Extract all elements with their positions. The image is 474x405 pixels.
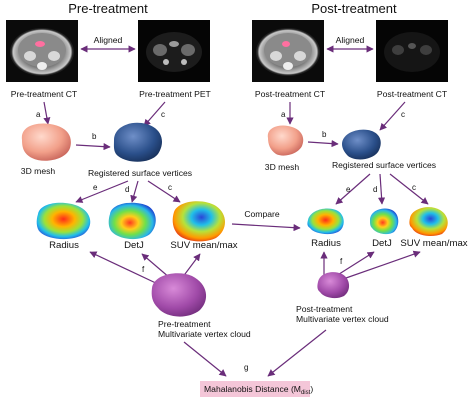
pre-arrow-f-detj <box>141 253 171 279</box>
post-suv-map <box>409 207 448 236</box>
post-arrow-f-detj <box>335 251 375 277</box>
post-registered-label: Registered surface vertices <box>332 160 436 170</box>
pre-letter-b: b <box>92 132 97 141</box>
post-letter-f: f <box>340 257 343 266</box>
pre-arrow-f-radius <box>89 251 161 286</box>
letter-g: g <box>244 363 248 372</box>
pre-arrow-a <box>43 101 51 125</box>
pre-letter-c2: c <box>168 183 172 192</box>
post-arrow-c <box>379 101 406 131</box>
pre-ct-label: Pre-treatment CT <box>11 89 78 99</box>
pre-letter-e: e <box>93 183 98 192</box>
post-letter-a: a <box>281 110 286 119</box>
post-cloud-line2: Multivariate vertex cloud <box>296 314 389 324</box>
post-radius-label: Radius <box>311 238 341 249</box>
pre-vertex-cloud <box>151 273 207 317</box>
pre-treatment-header: Pre-treatment <box>68 1 148 16</box>
pre-radius-label: Radius <box>49 240 79 251</box>
post-arrow-g <box>267 329 327 377</box>
post-letter-e: e <box>346 185 351 194</box>
post-registered-mesh-shape <box>342 129 381 160</box>
pre-radius-map <box>36 202 91 240</box>
post-arrow-c2 <box>389 173 429 205</box>
post-arrow-d <box>377 173 386 205</box>
post-3d-mesh-shape <box>267 125 304 156</box>
post-arrow-b <box>307 139 339 148</box>
pre-letter-d: d <box>125 185 129 194</box>
post-ct-image <box>252 20 324 82</box>
pre-ct-image <box>6 20 78 82</box>
pre-arrow-d <box>130 180 139 203</box>
pre-letter-a: a <box>36 110 41 119</box>
post-arrow-e <box>335 173 371 205</box>
post-ct2-image <box>376 20 448 82</box>
post-letter-d: d <box>373 185 377 194</box>
compare-label: Compare <box>244 209 280 219</box>
pre-cloud-line2: Multivariate vertex cloud <box>158 329 251 339</box>
compare-arrow <box>231 223 301 232</box>
pre-pet-label: Pre-treatment PET <box>139 89 211 99</box>
post-detj-map <box>370 208 399 235</box>
post-suv-label: SUV mean/max <box>400 238 467 249</box>
post-letter-c: c <box>401 110 405 119</box>
post-radius-map <box>307 208 344 235</box>
pre-letter-f: f <box>142 265 145 274</box>
pre-3d-mesh-shape <box>21 123 71 161</box>
post-vertex-cloud <box>317 272 350 299</box>
post-aligned-label: Aligned <box>336 35 365 45</box>
post-arrow-f-suv <box>345 250 421 279</box>
pre-arrow-c <box>143 101 166 127</box>
post-ct-label: Post-treatment CT <box>255 89 326 99</box>
pre-detj-map <box>108 202 156 240</box>
post-letter-b: b <box>322 130 327 139</box>
post-treatment-header: Post-treatment <box>311 1 397 16</box>
pre-aligned-label: Aligned <box>94 35 123 45</box>
pre-suv-label: SUV mean/max <box>170 240 237 251</box>
pre-registered-mesh-shape <box>113 122 162 162</box>
pre-3d-mesh-label: 3D mesh <box>21 166 56 176</box>
pre-arrow-e <box>75 180 129 203</box>
post-detj-label: DetJ <box>372 238 392 249</box>
pre-letter-c: c <box>161 110 165 119</box>
pre-arrow-b <box>75 143 111 151</box>
pre-cloud-line1: Pre-treatment <box>158 319 211 329</box>
pre-arrow-c2 <box>147 180 181 203</box>
pre-suv-map <box>172 201 225 242</box>
post-letter-c2: c <box>412 183 416 192</box>
pre-detj-label: DetJ <box>124 240 144 251</box>
pre-pet-image <box>138 20 210 82</box>
result-label: Mahalanobis Distance (Mdist) <box>204 384 313 396</box>
post-3d-mesh-label: 3D mesh <box>265 162 300 172</box>
post-cloud-line1: Post-treatment <box>296 304 353 314</box>
post-ct2-label: Post-treatment CT <box>377 89 448 99</box>
result-box <box>200 381 310 397</box>
pre-arrow-g <box>183 341 227 377</box>
pre-registered-label: Registered surface vertices <box>88 168 192 178</box>
